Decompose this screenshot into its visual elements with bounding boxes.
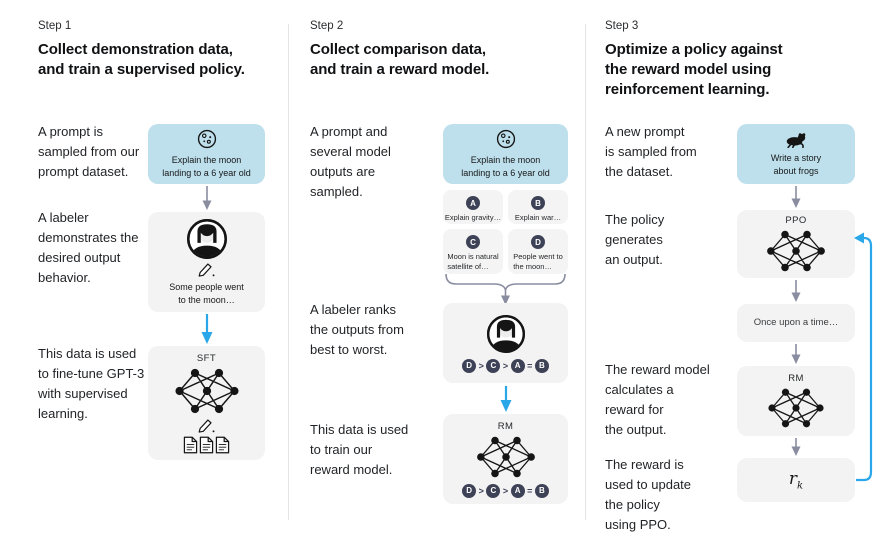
reward-model-box: RM D > C > A = B [443, 414, 568, 504]
candidate-box-a: A Explain gravity… [443, 190, 503, 224]
neural-net-icon [475, 435, 536, 478]
brace-funnel-arrow [445, 273, 566, 305]
arrow-down [737, 344, 855, 364]
description-paragraph: The reward model calculates a reward for… [605, 362, 710, 438]
step-label: Step 1 [38, 20, 72, 32]
description-paragraph: The reward is used to update the policy … [605, 457, 692, 533]
step-label: Step 2 [310, 20, 344, 32]
column-divider [288, 24, 289, 520]
ranking-row: D > C > A = B [462, 483, 549, 498]
arrow-down [737, 438, 855, 456]
candidate-badge: B [531, 196, 545, 210]
step3-column: Step 3 Optimize a policy against the rew… [592, 0, 888, 542]
labeler-icon [186, 218, 228, 260]
description-paragraph: A new prompt is sampled from the dataset… [605, 124, 697, 180]
prompt-box: Write a story about frogs [737, 124, 855, 184]
output-text: Once upon a time… [753, 317, 839, 329]
moon-icon [197, 130, 216, 149]
description-paragraph: This data is used to fine-tune GPT-3 wit… [38, 346, 145, 422]
neural-net-icon [766, 230, 826, 272]
documents-icon [183, 436, 230, 454]
arrow-down-blue [148, 314, 265, 344]
prompt-text: Explain the moon landing to a 6 year old [162, 155, 251, 178]
labeler-icon [486, 314, 526, 354]
ranking-row: D > C > A = B [462, 358, 549, 373]
rank-badge: D [462, 358, 477, 373]
model-label: RM [497, 420, 514, 432]
neural-net-icon [174, 367, 239, 414]
candidate-badge: D [531, 235, 545, 249]
candidate-badge: A [466, 196, 480, 210]
output-text-box: Once upon a time… [737, 304, 855, 342]
reward-value-box: rk [737, 458, 855, 502]
rank-badge: C [486, 483, 501, 498]
pencil-icon [198, 263, 216, 277]
arrow-down [148, 186, 265, 210]
rank-badge: B [534, 483, 549, 498]
candidate-box-c: C Moon is natural satellite of… [443, 229, 503, 274]
column-divider [585, 24, 586, 520]
rank-badge: B [534, 358, 549, 373]
step-label: Step 3 [605, 20, 639, 32]
reward-model-box: RM [737, 366, 855, 436]
model-label: PPO [785, 215, 807, 226]
rank-badge: A [510, 358, 525, 373]
moon-icon [496, 130, 515, 149]
description-paragraph: A labeler demonstrates the desired outpu… [38, 210, 139, 286]
rank-badge: D [462, 483, 477, 498]
rank-badge: A [510, 483, 525, 498]
step2-column: Step 2 Collect comparison data, and trai… [296, 0, 592, 542]
candidate-box-b: B Explain war… [508, 190, 568, 224]
step-title: Optimize a policy against the reward mod… [605, 41, 783, 98]
arrow-down-blue [443, 386, 568, 412]
step-title: Collect demonstration data, and train a … [38, 41, 245, 78]
arrow-down [737, 280, 855, 302]
description-paragraph: A labeler ranks the outputs from best to… [310, 302, 404, 358]
step-title: Collect comparison data, and train a rew… [310, 41, 490, 78]
neural-net-icon [767, 388, 825, 428]
prompt-box: Explain the moon landing to a 6 year old [443, 124, 568, 184]
description-paragraph: A prompt and several model outputs are s… [310, 124, 391, 200]
prompt-box: Explain the moon landing to a 6 year old [148, 124, 265, 184]
prompt-text: Explain the moon landing to a 6 year old [461, 155, 550, 178]
rank-badge: C [486, 358, 501, 373]
step1-column: Step 1 Collect demonstration data, and t… [0, 0, 296, 542]
ppo-policy-box: PPO [737, 210, 855, 278]
model-label: SFT [196, 352, 217, 364]
description-paragraph: This data is used to train our reward mo… [310, 422, 409, 478]
arrow-down [737, 186, 855, 208]
description-paragraph: The policy generates an output. [605, 212, 665, 268]
candidate-badge: C [466, 235, 480, 249]
labeler-box: D > C > A = B [443, 303, 568, 383]
frog-icon [785, 132, 807, 148]
candidate-box-d: D People went to the moon… [508, 229, 568, 274]
labeler-box: Some people went to the moon… [148, 212, 265, 312]
sft-model-box: SFT [148, 346, 265, 460]
prompt-text: Write a story about frogs [770, 152, 822, 176]
feedback-loop-arrow [854, 232, 873, 482]
demonstration-text: Some people went to the moon… [169, 281, 244, 305]
reward-value: rk [788, 468, 804, 492]
model-label: RM [788, 373, 804, 384]
pencil-icon [198, 418, 216, 433]
description-paragraph: A prompt is sampled from our prompt data… [38, 124, 140, 180]
